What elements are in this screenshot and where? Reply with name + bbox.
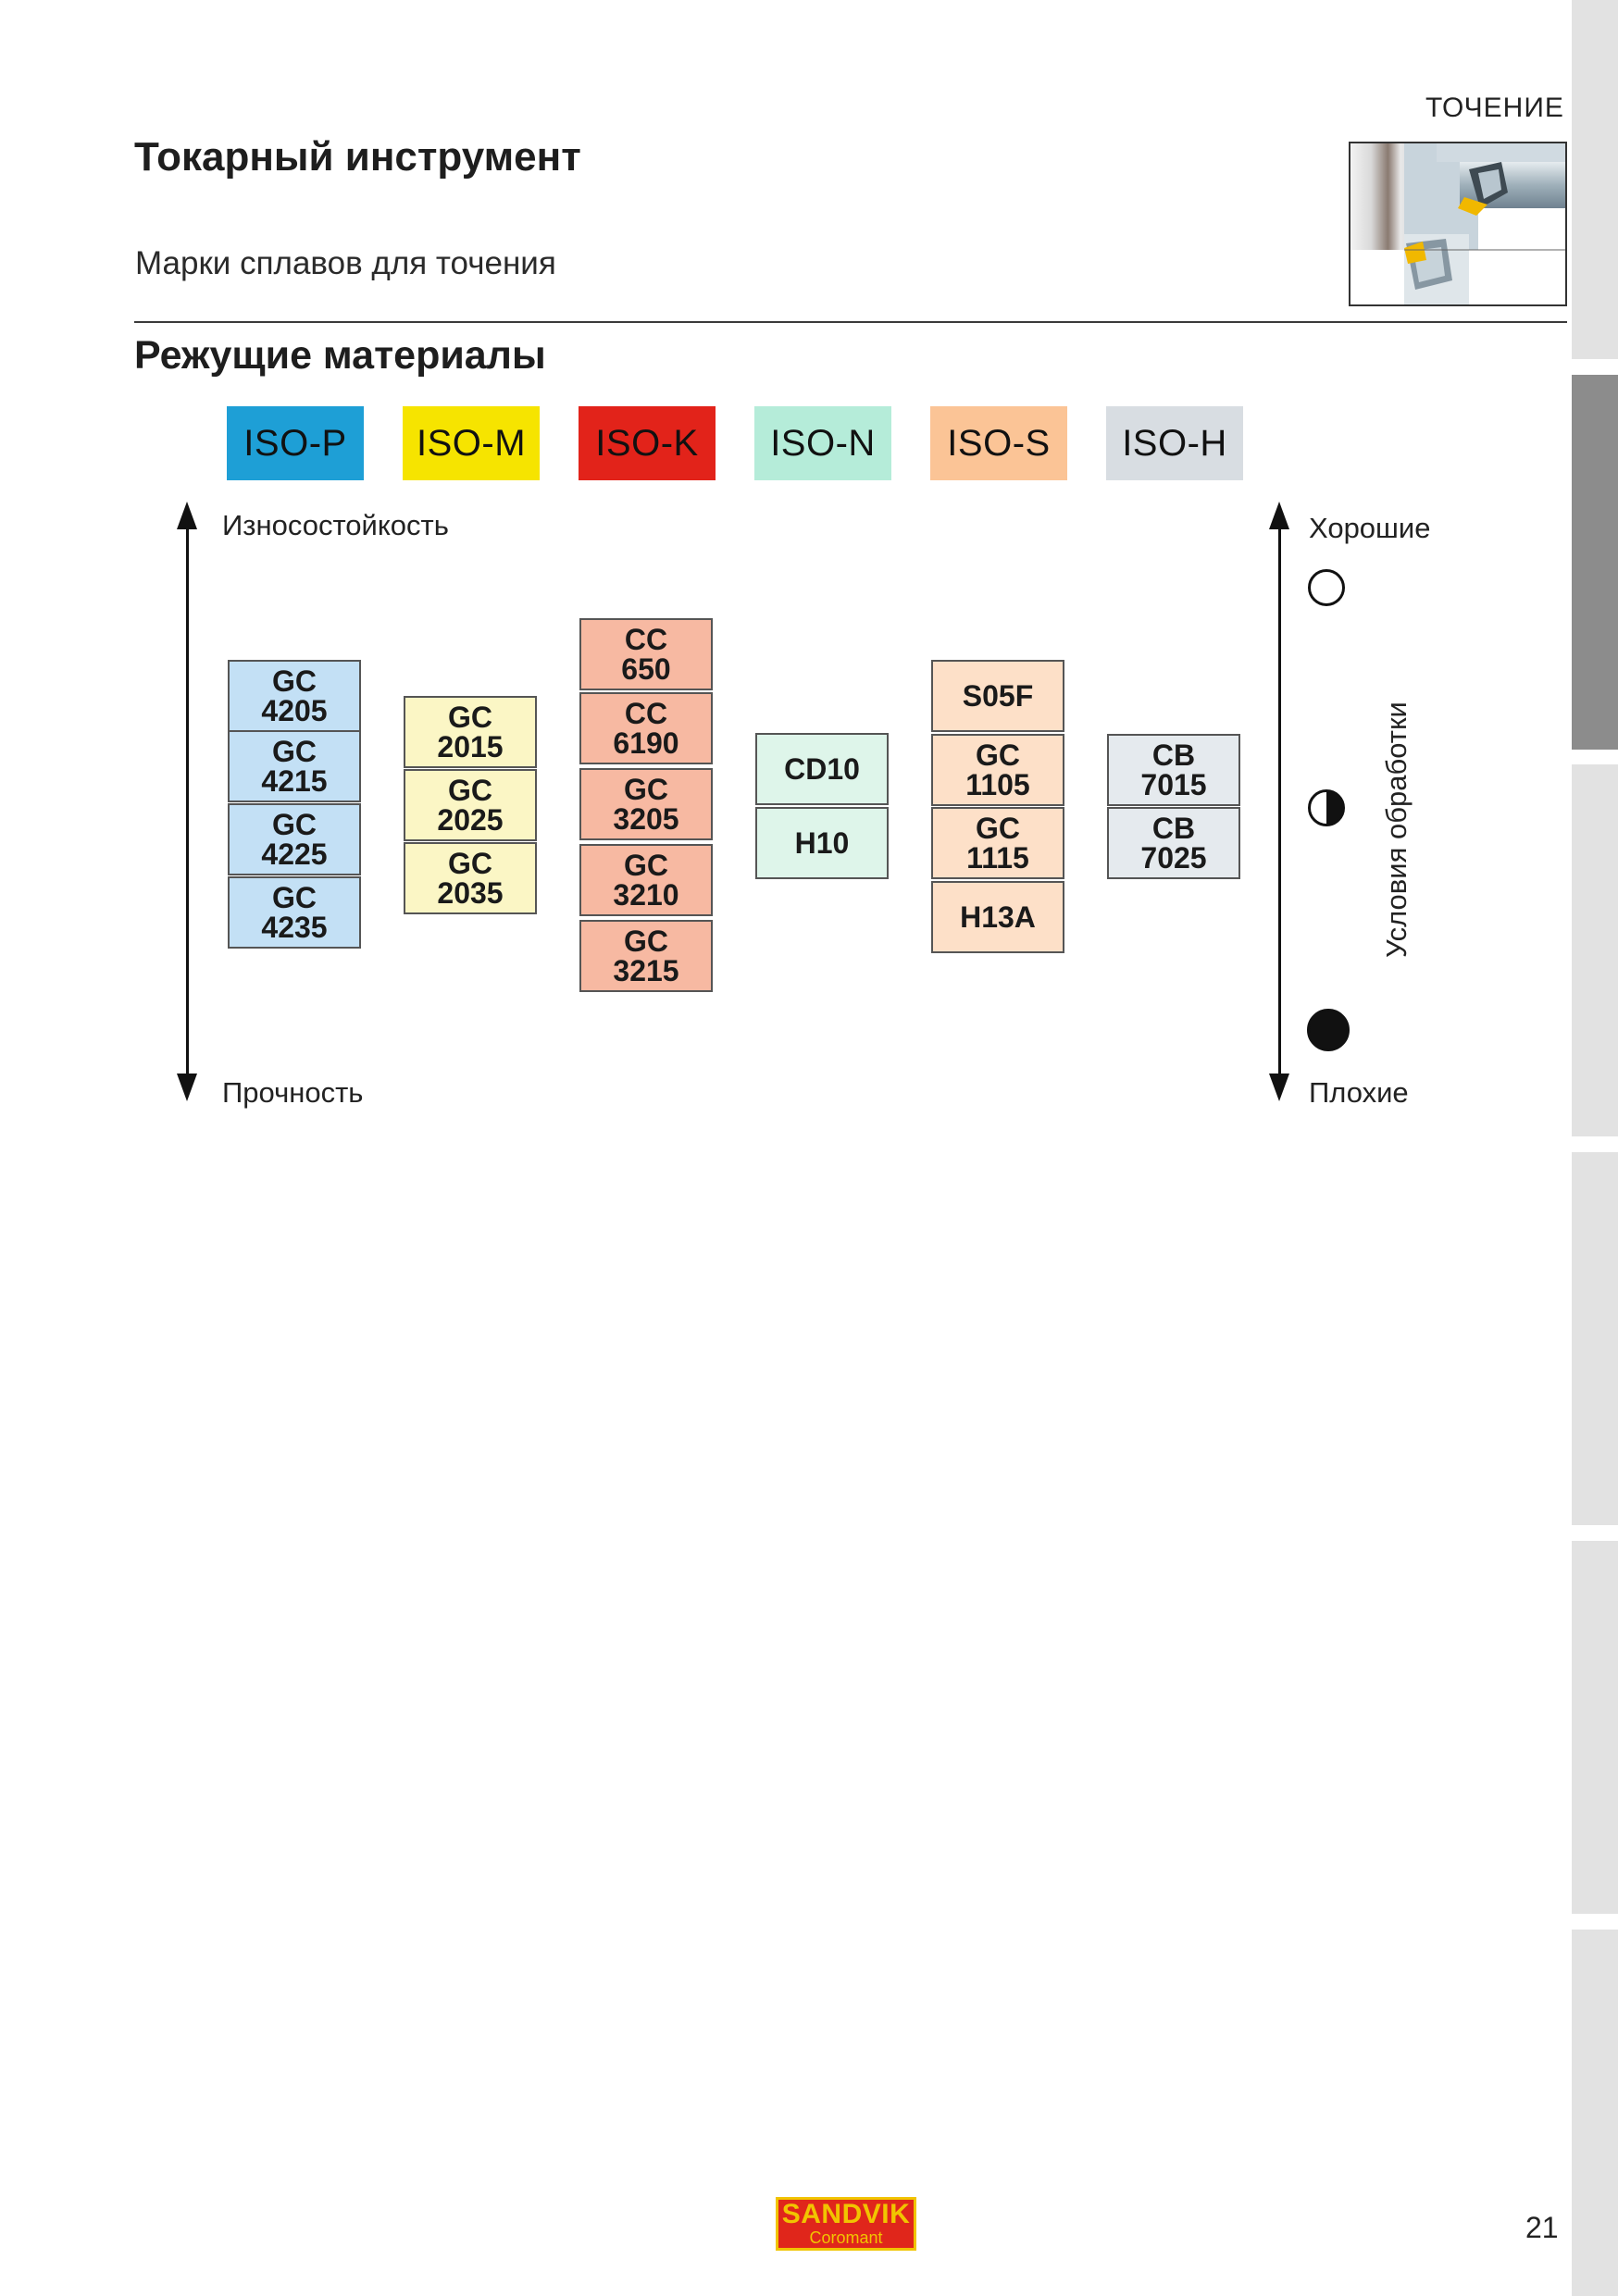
edge-tab-2-active[interactable]: [1572, 375, 1618, 750]
grade-cell: H13A: [931, 881, 1064, 953]
edge-tab-6[interactable]: [1572, 1930, 1618, 2296]
right-axis-arrow-up: [1269, 502, 1289, 529]
poor-conditions-filled-circle-icon: [1307, 1009, 1350, 1051]
grade-cell: H10: [755, 807, 889, 879]
grade-cell: CD10: [755, 733, 889, 805]
grade-cell: GC 4225: [228, 803, 361, 875]
iso-header-m: ISO-M: [403, 406, 540, 480]
header-divider: [134, 321, 1567, 323]
iso-header-s: ISO-S: [930, 406, 1067, 480]
iso-header-p: ISO-P: [227, 406, 364, 480]
grade-cell: S05F: [931, 660, 1064, 732]
right-axis-arrow-down: [1269, 1074, 1289, 1101]
iso-header-n: ISO-N: [754, 406, 891, 480]
edge-tab-4[interactable]: [1572, 1152, 1618, 1525]
right-axis-top-label: Хорошие: [1309, 512, 1431, 544]
grade-cell: GC 3205: [579, 768, 713, 840]
section-title: Режущие материалы: [134, 333, 546, 378]
average-conditions-half-circle-icon: [1308, 789, 1345, 826]
grade-cell: GC 3215: [579, 920, 713, 992]
edge-tab-5[interactable]: [1572, 1541, 1618, 1914]
grade-cell: CB 7025: [1107, 807, 1240, 879]
grade-cell: GC 1105: [931, 734, 1064, 806]
right-axis-title: Условия обработки: [1380, 701, 1413, 958]
section-label: ТОЧЕНИЕ: [1425, 93, 1564, 123]
grade-cell: GC 4215: [228, 730, 361, 802]
logo-sub: Coromant: [809, 2228, 883, 2247]
left-axis-arrow-up: [177, 502, 197, 529]
iso-header-h: ISO-H: [1106, 406, 1243, 480]
grade-cell: GC 3210: [579, 844, 713, 916]
sandvik-coromant-logo: SANDVIK Coromant: [776, 2197, 916, 2251]
right-axis-bottom-label: Плохие: [1309, 1076, 1409, 1109]
turning-illustration: [1349, 142, 1567, 306]
left-axis-bottom-label: Прочность: [222, 1076, 364, 1109]
edge-tab-3[interactable]: [1572, 764, 1618, 1136]
right-axis-line: [1278, 523, 1281, 1092]
good-conditions-circle-icon: [1308, 569, 1345, 606]
page-title: Токарный инструмент: [134, 134, 581, 180]
page-number: 21: [1525, 2211, 1559, 2244]
grade-cell: CC 650: [579, 618, 713, 690]
page-subtitle: Марки сплавов для точения: [135, 245, 556, 281]
grade-cell: GC 2015: [404, 696, 537, 768]
left-axis-top-label: Износостойкость: [222, 509, 449, 541]
grade-cell: CC 6190: [579, 692, 713, 764]
left-axis-line: [186, 523, 189, 1092]
grade-cell: GC 2025: [404, 769, 537, 841]
grade-cell: GC 2035: [404, 842, 537, 914]
edge-tab-1[interactable]: [1572, 0, 1618, 359]
grade-cell: CB 7015: [1107, 734, 1240, 806]
grade-cell: GC 4235: [228, 876, 361, 949]
iso-header-k: ISO-K: [579, 406, 716, 480]
grade-cell: GC 1115: [931, 807, 1064, 879]
grade-cell: GC 4205: [228, 660, 361, 732]
logo-brand: SANDVIK: [781, 2199, 911, 2229]
left-axis-arrow-down: [177, 1074, 197, 1101]
